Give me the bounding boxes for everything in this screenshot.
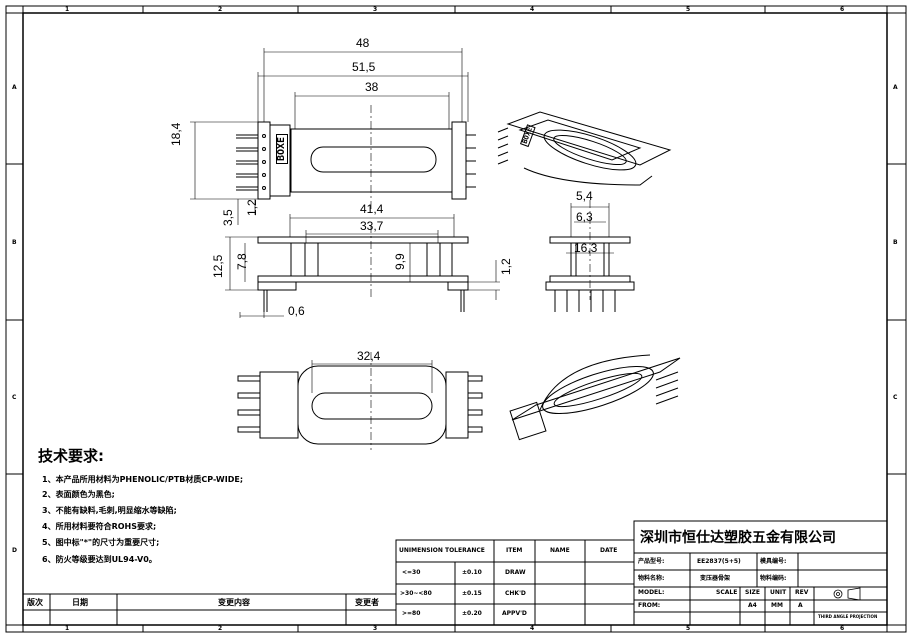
- column-label-3-bottom: 3: [373, 625, 378, 632]
- row-label-b-right: B: [893, 239, 898, 246]
- approval-row-draw: DRAW: [505, 569, 526, 576]
- column-label-5: 5: [686, 6, 691, 13]
- tolerance-range-1: <=30: [402, 569, 421, 576]
- column-label-2: 2: [218, 6, 223, 13]
- column-label-1-bottom: 1: [65, 625, 70, 632]
- part-name-value: 变压器骨架: [700, 575, 731, 582]
- front-view: [225, 214, 500, 318]
- revision-label-content: 变更内容: [218, 598, 250, 607]
- dim-pin-span: 51,5: [352, 60, 376, 74]
- revision-label-version: 版次: [27, 598, 43, 607]
- company-name: 深圳市恒仕达塑胶五金有限公司: [640, 530, 836, 546]
- approval-row-approved: APPV'D: [502, 610, 527, 617]
- dim-core-height: 9,9: [393, 253, 407, 270]
- meta-label-model: MODEL:: [638, 589, 665, 596]
- dim-width: 18,4: [169, 122, 183, 146]
- approval-row-checked: CHK'D: [505, 590, 526, 597]
- note-item-1: 1、本产品所用材料为PHENOLIC/PTB材质CP-WIDE;: [42, 475, 244, 484]
- dim-flange-length: 41,4: [360, 202, 384, 216]
- approval-header-date: DATE: [600, 547, 618, 554]
- top-view-pin-holes: [262, 134, 266, 190]
- column-label-4: 4: [530, 6, 535, 13]
- column-label-5-bottom: 5: [686, 625, 691, 632]
- meta-label-unit: UNIT: [770, 589, 787, 596]
- iso-view-bottom: [509, 354, 681, 441]
- projection-symbol: [833, 587, 861, 601]
- bottom-view-left-pins: [237, 375, 261, 433]
- top-view-right-pins: [466, 134, 476, 188]
- meta-value-unit: MM: [771, 602, 783, 609]
- column-label-3: 3: [373, 6, 378, 13]
- row-label-c-right: C: [893, 394, 898, 401]
- dim-body-length: 38: [365, 80, 379, 94]
- column-label-4-bottom: 4: [530, 625, 535, 632]
- revision-table: [23, 593, 396, 625]
- note-item-4: 4、所用材料要符合ROHS要求;: [42, 522, 157, 531]
- note-item-5: 5、图中标"*"的尺寸为重要尺寸;: [42, 538, 160, 547]
- meta-value-rev: A: [798, 602, 803, 609]
- top-view: [190, 48, 476, 225]
- dim-inner-height: 7,8: [235, 253, 249, 270]
- approval-header-name: NAME: [550, 547, 570, 554]
- meta-label-rev: REV: [795, 589, 809, 596]
- meta-label-size: SIZE: [745, 589, 761, 596]
- row-label-c: C: [12, 394, 17, 401]
- tolerance-value-3: ±0.20: [462, 610, 482, 617]
- column-label-6: 6: [840, 6, 845, 13]
- iso-view-top: [497, 111, 672, 186]
- tolerance-header: UNIMENSION TOLERANCE: [399, 547, 485, 554]
- meta-value-from: FROM:: [638, 602, 661, 609]
- note-item-2: 2、表面颜色为黑色;: [42, 490, 115, 499]
- dim-overall-length: 48: [356, 36, 370, 50]
- tolerance-value-1: ±0.10: [462, 569, 482, 576]
- projection-label: THIRD ANGLE PROJECTION: [818, 614, 878, 619]
- row-label-d: D: [12, 547, 17, 554]
- meta-label-scale: SCALE: [716, 589, 738, 596]
- top-view-left-pins: [236, 134, 258, 191]
- note-item-6: 6、防火等级要达到UL94-V0。: [42, 555, 157, 564]
- dim-side-core: 16,3: [574, 241, 598, 255]
- title-block: [633, 520, 888, 626]
- dim-side-outer: 5,4: [576, 189, 593, 203]
- tolerance-range-2: >30~<80: [400, 590, 432, 597]
- part-name-label: 物料名称:: [638, 575, 665, 582]
- row-label-b: B: [12, 239, 17, 246]
- row-label-a-right: A: [893, 84, 898, 91]
- dim-height: 12,5: [211, 254, 225, 278]
- column-label-6-bottom: 6: [840, 625, 845, 632]
- approval-header-item: ITEM: [506, 547, 523, 554]
- row-label-a: A: [12, 84, 17, 91]
- dim-winding-length: 33,7: [360, 219, 384, 233]
- tolerance-value-2: ±0.15: [462, 590, 482, 597]
- dim-slot-length: 32,4: [357, 349, 381, 363]
- approval-table: [493, 539, 635, 626]
- bottom-view: [237, 352, 483, 450]
- column-label-2-bottom: 2: [218, 625, 223, 632]
- side-view: [545, 200, 635, 312]
- product-name-value: EE2837(5+5): [697, 558, 741, 565]
- dim-side-inner: 6,3: [576, 210, 593, 224]
- tolerance-range-3: >=80: [402, 610, 421, 617]
- notes-title: 技术要求:: [38, 447, 104, 465]
- column-label-1: 1: [65, 6, 70, 13]
- product-name-label: 产品型号:: [638, 558, 665, 565]
- dim-base-thickness: 1,2: [499, 258, 513, 275]
- meta-value-size: A4: [748, 602, 757, 609]
- brand-mark-top: BOXE: [276, 133, 288, 164]
- revision-label-author: 变更者: [355, 598, 379, 607]
- bottom-view-right-pins: [467, 375, 483, 433]
- revision-label-date: 日期: [72, 598, 88, 607]
- dim-pin-diameter: 0,6: [288, 304, 305, 318]
- note-item-3: 3、不能有缺料,毛刺,明显缩水等缺陷;: [42, 506, 177, 515]
- dim-flange: 1,2: [245, 199, 259, 216]
- dim-pin-pitch: 3,5: [221, 209, 235, 226]
- material-no-label: 物料编码:: [760, 575, 787, 582]
- mold-no-label: 模具编号:: [760, 558, 787, 565]
